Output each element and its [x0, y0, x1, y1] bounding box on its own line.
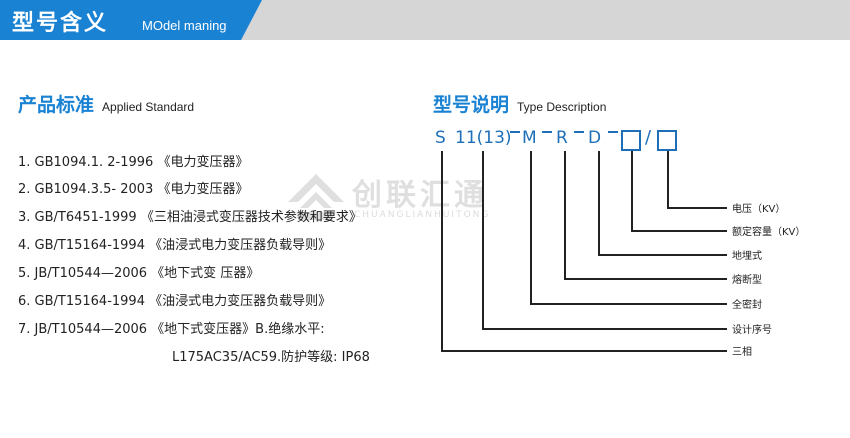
connector-underground-h	[598, 254, 727, 256]
type-desc-title-en: Type Description	[517, 100, 607, 114]
standard-item-6: 6. GB/T15164-1994 《油浸式电力变压器负载导则》	[18, 294, 332, 309]
label-capacity: 额定容量（KV）	[732, 227, 806, 238]
standard-item-2: 2. GB1094.3.5- 2003 《电力变压器》	[18, 182, 249, 197]
page-subtitle: MOdel maning	[142, 18, 227, 33]
code-s: S	[435, 128, 446, 148]
connector-sealed-h	[530, 303, 727, 305]
connector-voltage-v	[667, 151, 669, 208]
code-dash-2	[542, 131, 552, 133]
connector-three-phase-h	[441, 350, 727, 352]
code-dash-4	[608, 131, 618, 133]
standard-item-4: 4. GB/T15164-1994 《油浸式电力变压器负载导则》	[18, 238, 332, 253]
connector-voltage-h	[667, 207, 727, 209]
label-three-phase: 三相	[732, 347, 752, 358]
type-desc-heading: 型号说明 Type Description	[433, 90, 606, 117]
watermark-text-en: CHUANGLIANHUITONG	[354, 210, 491, 220]
code-design: 11(13)	[455, 128, 512, 148]
type-desc-title-cn: 型号说明	[433, 94, 510, 116]
label-fuse: 熔断型	[732, 275, 762, 286]
standard-item-7: 7. JB/T10544—2006 《地下式变压器》B.绝缘水平:	[18, 322, 325, 337]
standard-item-3: 3. GB/T6451-1999 《三相油浸式变压器技术参数和要求》	[18, 210, 362, 225]
connector-sealed-v	[530, 151, 532, 304]
code-r: R	[556, 128, 568, 148]
connector-capacity-h	[631, 230, 727, 232]
label-sealed: 全密封	[732, 300, 762, 311]
standards-heading: 产品标准 Applied Standard	[18, 90, 194, 117]
code-dash-1	[510, 131, 520, 133]
connector-fuse-v	[564, 151, 566, 279]
code-box-voltage	[657, 130, 677, 151]
code-d: D	[588, 128, 602, 148]
watermark-text-cn: 创联汇通	[352, 178, 488, 213]
connector-capacity-v	[631, 151, 633, 231]
connector-design-h	[482, 328, 727, 330]
label-underground: 地埋式	[732, 251, 762, 262]
code-m: M	[522, 128, 537, 148]
connector-underground-v	[598, 151, 600, 255]
code-slash: /	[645, 127, 652, 148]
standards-title-cn: 产品标准	[18, 94, 95, 116]
standard-item-1: 1. GB1094.1. 2-1996 《电力变压器》	[18, 155, 249, 170]
label-design-no: 设计序号	[732, 325, 772, 336]
label-voltage: 电压（KV）	[732, 204, 786, 215]
standards-title-en: Applied Standard	[102, 100, 195, 114]
standard-item-7-continuation: L175AC35/AC59.防护等级: IP68	[172, 350, 370, 365]
standard-item-5: 5. JB/T10544—2006 《地下式变 压器》	[18, 266, 260, 281]
watermark-logo-icon	[288, 174, 344, 220]
connector-fuse-h	[564, 278, 727, 280]
code-dash-3	[574, 131, 584, 133]
code-box-capacity	[621, 130, 641, 151]
header-tab	[0, 0, 262, 40]
page-title: 型号含义	[12, 11, 109, 36]
connector-three-phase-v	[441, 151, 443, 351]
connector-design-v	[482, 151, 484, 329]
